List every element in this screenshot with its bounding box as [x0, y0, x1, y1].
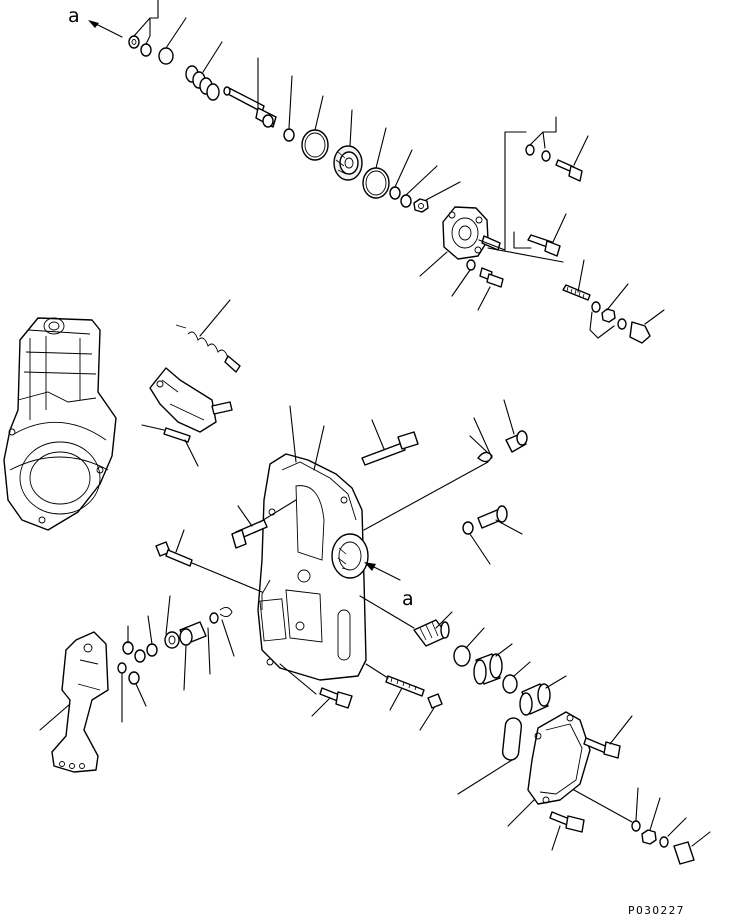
arrow-head-icon [364, 562, 376, 571]
case-right-fittings [363, 399, 528, 565]
control-lever-parts [39, 595, 235, 773]
flyweight-disc [333, 109, 363, 181]
governor-case [257, 453, 369, 681]
collar-parts [359, 595, 567, 716]
top-arrow-callout: a [68, 5, 123, 38]
callout-letter-a-top: a [68, 5, 80, 27]
governor-lever-assembly [141, 299, 241, 467]
o-ring-and-nuts [362, 127, 461, 213]
stud-and-nut [562, 259, 665, 344]
case-top-leaders [231, 405, 419, 549]
case-bottom-bolts [279, 663, 443, 731]
pump-housing [3, 317, 117, 531]
end-cover-assembly [457, 711, 711, 865]
governor-spring [185, 41, 223, 101]
governor-shaft [223, 57, 277, 128]
callout-letter-a-middle: a [402, 588, 414, 610]
governor-housing-cover [419, 131, 564, 277]
drawing-code: PO3O227 [628, 904, 685, 917]
shaft-washers [283, 75, 329, 161]
cover-bolts [451, 213, 567, 311]
upper-right-fasteners [525, 116, 589, 182]
middle-arrow-callout: a [364, 562, 414, 610]
arrow-head-icon [88, 20, 99, 28]
top-washers [128, 0, 187, 65]
case-left-bolt [155, 529, 263, 593]
